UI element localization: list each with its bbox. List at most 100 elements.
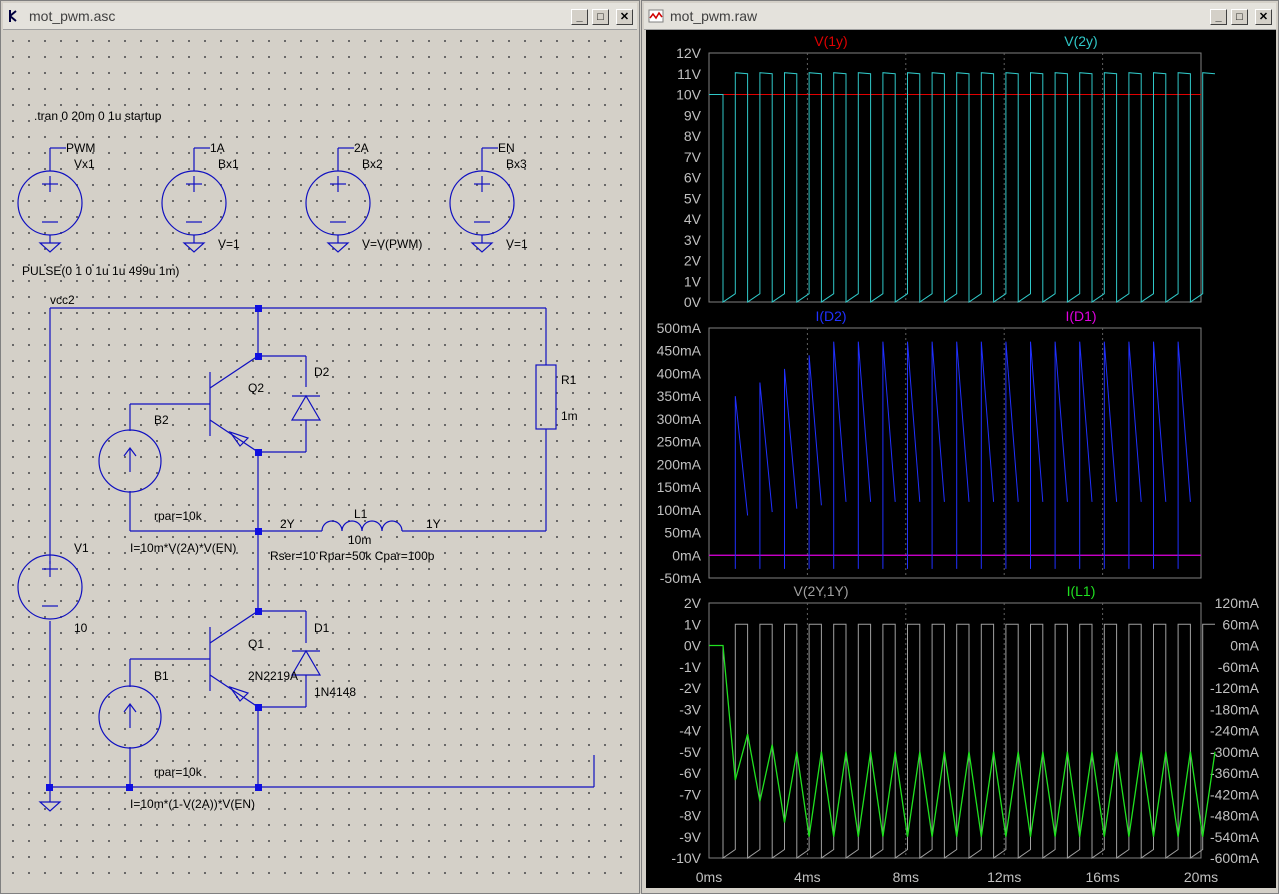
trace-label: I(L1) — [1067, 583, 1096, 599]
y-tick-label: -4V — [679, 723, 701, 739]
pane-frame — [708, 52, 1202, 303]
b2-name[interactable]: B2 — [154, 413, 169, 427]
close-button[interactable]: ✕ — [1255, 9, 1272, 25]
y-tick-label: -7V — [679, 786, 701, 802]
y-tick-label-right: 60mA — [1222, 616, 1259, 632]
schematic-app-icon — [9, 10, 17, 22]
x-tick-label: 16ms — [1085, 869, 1119, 885]
src-net-pwm: PWM — [66, 141, 96, 155]
d1-name[interactable]: D1 — [314, 621, 330, 635]
tran-directive[interactable]: .tran 0 20m 0 1u startup — [34, 109, 162, 123]
l1-value[interactable]: 10m — [348, 533, 372, 547]
waveform-app-icon — [648, 9, 664, 23]
v1-value[interactable]: 10 — [74, 621, 88, 635]
b1-rpar[interactable]: rpar=10k — [154, 765, 202, 779]
q2-name[interactable]: Q2 — [248, 381, 265, 395]
vcc-net-label: vcc2 — [50, 293, 75, 307]
y-tick-label: 200mA — [657, 456, 702, 472]
maximize-button[interactable]: □ — [592, 9, 609, 25]
r1-value[interactable]: 1m — [561, 409, 578, 423]
pulse-spec[interactable]: PULSE(0 1 0 1u 1u 499u 1m) — [22, 264, 180, 278]
b2-rpar[interactable]: rpar=10k — [154, 509, 202, 523]
b2-expr[interactable]: I=10m*V(2A)*V(EN) — [130, 541, 237, 555]
src-net-2a: 2A — [354, 141, 369, 155]
src-value-bx2[interactable]: V=V(PWM) — [362, 237, 423, 251]
y-tick-label: -6V — [679, 765, 701, 781]
src-name-bx3[interactable]: Bx3 — [506, 157, 527, 171]
waveform-title: mot_pwm.raw — [670, 8, 758, 24]
y-tick-label: 11V — [677, 66, 702, 82]
src-name-bx1[interactable]: Bx1 — [218, 157, 239, 171]
y-tick-label: 350mA — [657, 388, 702, 404]
y-tick-label: 12V — [676, 45, 702, 61]
y-tick-label: 5V — [684, 190, 702, 206]
y-tick-label: 150mA — [657, 479, 702, 495]
y-tick-label: 0V — [684, 638, 702, 654]
q1-name[interactable]: Q1 — [248, 637, 265, 651]
y-tick-label: 7V — [684, 149, 702, 165]
trace-label: V(2y) — [1064, 33, 1097, 49]
x-tick-label: 12ms — [987, 869, 1021, 885]
y-tick-label: 500mA — [657, 320, 702, 336]
y-tick-label: -1V — [679, 659, 701, 675]
src-value-bx3[interactable]: V=1 — [506, 237, 528, 251]
y-tick-label-right: -300mA — [1210, 744, 1260, 760]
y-tick-label-right: -180mA — [1210, 701, 1260, 717]
q1-model[interactable]: 2N2219A — [248, 669, 299, 683]
trace-label: V(2Y,1Y) — [794, 583, 849, 599]
x-tick-label: 4ms — [794, 869, 820, 885]
x-tick-label: 20ms — [1184, 869, 1218, 885]
v1-name[interactable]: V1 — [74, 541, 89, 555]
x-tick-label: 8ms — [893, 869, 919, 885]
d1-model[interactable]: 1N4148 — [314, 685, 357, 699]
b1-expr[interactable]: I=10m*(1-V(2A))*V(EN) — [130, 797, 256, 811]
waveform-titlebar[interactable]: mot_pwm.raw _ □ ✕ — [644, 3, 1276, 30]
d2-name[interactable]: D2 — [314, 365, 330, 379]
y-tick-label: 400mA — [657, 365, 702, 381]
y-tick-label: 8V — [684, 128, 702, 144]
src-name-vx1[interactable]: Vx1 — [74, 157, 95, 171]
l1-params[interactable]: Rser=10 Rpar=50k Cpar=100p — [270, 549, 435, 563]
y-tick-label: -10V — [671, 850, 701, 866]
minimize-button[interactable]: _ — [1210, 9, 1227, 25]
y-tick-label: 250mA — [657, 434, 702, 450]
trace-label: I(D2) — [815, 308, 846, 324]
schematic-labels: .tran 0 20m 0 1u startup PWM Vx1 1A Bx1 … — [8, 30, 635, 888]
net-2y: 2Y — [280, 517, 295, 531]
x-tick-label: 0ms — [696, 869, 722, 885]
y-tick-label: -9V — [679, 829, 701, 845]
trace-v2y1y — [709, 623, 1215, 859]
y-tick-label-right: -60mA — [1218, 659, 1260, 675]
y-tick-label-right: 120mA — [1215, 595, 1260, 611]
src-name-bx2[interactable]: Bx2 — [362, 157, 383, 171]
src-net-en: EN — [498, 141, 515, 155]
y-tick-label: 1V — [684, 273, 702, 289]
y-tick-label: 2V — [684, 253, 702, 269]
y-tick-label-right: -120mA — [1210, 680, 1260, 696]
y-tick-label-right: -480mA — [1210, 808, 1260, 824]
net-1y: 1Y — [426, 517, 441, 531]
r1-name[interactable]: R1 — [561, 373, 577, 387]
src-value-bx1[interactable]: V=1 — [218, 237, 240, 251]
maximize-button[interactable]: □ — [1231, 9, 1248, 25]
y-tick-label-right: -420mA — [1210, 786, 1260, 802]
schematic-titlebar[interactable]: mot_pwm.asc _ □ ✕ — [3, 3, 637, 30]
trace-label: I(D1) — [1065, 308, 1096, 324]
y-tick-label: 3V — [684, 232, 702, 248]
b1-name[interactable]: B1 — [154, 669, 169, 683]
l1-name[interactable]: L1 — [354, 507, 368, 521]
schematic-canvas[interactable]: .tran 0 20m 0 1u startup PWM Vx1 1A Bx1 … — [8, 30, 635, 888]
trace-il1 — [709, 644, 1216, 837]
y-tick-label: -2V — [679, 680, 701, 696]
y-tick-label: 100mA — [657, 502, 702, 518]
close-button[interactable]: ✕ — [616, 9, 633, 25]
plot-drawing: 12V11V10V9V8V7V6V5V4V3V2V1V0VV(1y)V(2y)5… — [657, 33, 1260, 885]
schematic-title: mot_pwm.asc — [29, 8, 116, 24]
y-tick-label: 450mA — [657, 343, 702, 359]
schematic-window[interactable]: mot_pwm.asc _ □ ✕ — [0, 0, 640, 894]
y-tick-label: -50mA — [660, 570, 702, 586]
y-tick-label: 1V — [684, 616, 702, 632]
minimize-button[interactable]: _ — [571, 9, 588, 25]
